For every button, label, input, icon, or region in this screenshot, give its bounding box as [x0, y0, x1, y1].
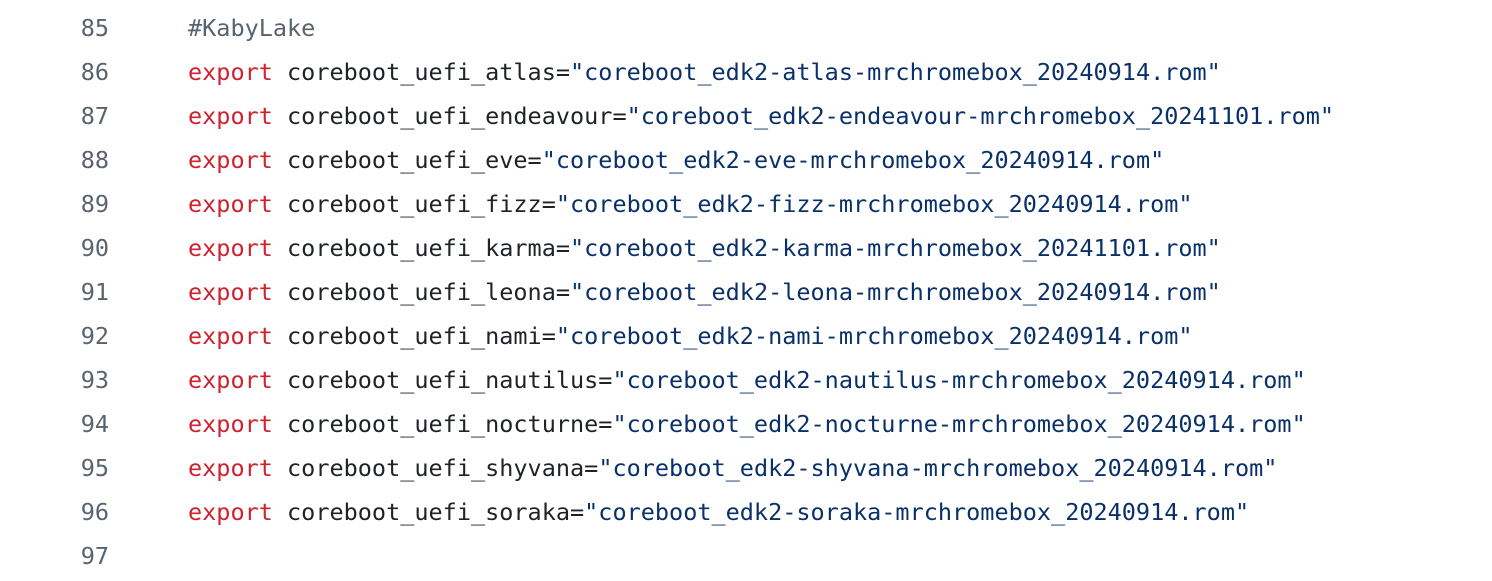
- variable-assignment: coreboot_uefi_eve=: [272, 146, 542, 174]
- export-keyword: export: [188, 454, 273, 482]
- string-value: "coreboot_edk2-nocturne-mrchromebox_2024…: [612, 410, 1306, 438]
- string-value: "coreboot_edk2-karma-mrchromebox_2024110…: [570, 234, 1221, 262]
- line-number[interactable]: 88: [80, 146, 109, 174]
- code-line: 86 export coreboot_uefi_atlas="coreboot_…: [0, 50, 1492, 94]
- line-number[interactable]: 97: [80, 542, 109, 570]
- code-line: 89 export coreboot_uefi_fizz="coreboot_e…: [0, 182, 1492, 226]
- variable-assignment: coreboot_uefi_leona=: [272, 278, 571, 306]
- string-value: "coreboot_edk2-fizz-mrchromebox_20240914…: [555, 190, 1193, 218]
- export-keyword: export: [188, 322, 273, 350]
- variable-assignment: coreboot_uefi_atlas=: [272, 58, 571, 86]
- variable-assignment: coreboot_uefi_shyvana=: [272, 454, 599, 482]
- variable-assignment: coreboot_uefi_soraka=: [272, 498, 585, 526]
- line-number[interactable]: 86: [80, 58, 109, 86]
- line-content: export coreboot_uefi_atlas="coreboot_edk…: [109, 58, 1221, 86]
- code-line: 96 export coreboot_uefi_soraka="coreboot…: [0, 490, 1492, 534]
- export-keyword: export: [188, 102, 273, 130]
- string-value: "coreboot_edk2-soraka-mrchromebox_202409…: [584, 498, 1250, 526]
- code-line: 94 export coreboot_uefi_nocturne="corebo…: [0, 402, 1492, 446]
- export-keyword: export: [188, 146, 273, 174]
- string-value: "coreboot_edk2-atlas-mrchromebox_2024091…: [570, 58, 1221, 86]
- code-line: 91 export coreboot_uefi_leona="coreboot_…: [0, 270, 1492, 314]
- line-content: export coreboot_uefi_nami="coreboot_edk2…: [109, 322, 1193, 350]
- string-value: "coreboot_edk2-eve-mrchromebox_20240914.…: [541, 146, 1165, 174]
- line-number[interactable]: 91: [80, 278, 109, 306]
- export-keyword: export: [188, 58, 273, 86]
- code-line: 88 export coreboot_uefi_eve="coreboot_ed…: [0, 138, 1492, 182]
- line-content: export coreboot_uefi_nocturne="coreboot_…: [109, 410, 1306, 438]
- export-keyword: export: [188, 366, 273, 394]
- line-number[interactable]: 94: [80, 410, 109, 438]
- export-keyword: export: [188, 234, 273, 262]
- line-number[interactable]: 90: [80, 234, 109, 262]
- line-content: export coreboot_uefi_fizz="coreboot_edk2…: [109, 190, 1193, 218]
- export-keyword: export: [188, 410, 273, 438]
- code-line: 90 export coreboot_uefi_karma="coreboot_…: [0, 226, 1492, 270]
- line-number[interactable]: 92: [80, 322, 109, 350]
- string-value: "coreboot_edk2-nautilus-mrchromebox_2024…: [612, 366, 1306, 394]
- code-line: 93 export coreboot_uefi_nautilus="corebo…: [0, 358, 1492, 402]
- variable-assignment: coreboot_uefi_nami=: [272, 322, 556, 350]
- line-content: export coreboot_uefi_eve="coreboot_edk2-…: [109, 146, 1164, 174]
- line-content: export coreboot_uefi_karma="coreboot_edk…: [109, 234, 1221, 262]
- string-value: "coreboot_edk2-shyvana-mrchromebox_20240…: [598, 454, 1278, 482]
- code-line: 95 export coreboot_uefi_shyvana="coreboo…: [0, 446, 1492, 490]
- string-value: "coreboot_edk2-leona-mrchromebox_2024091…: [570, 278, 1221, 306]
- line-number[interactable]: 85: [80, 14, 109, 42]
- line-number[interactable]: 96: [80, 498, 109, 526]
- variable-assignment: coreboot_uefi_endeavour=: [272, 102, 627, 130]
- line-content: export coreboot_uefi_leona="coreboot_edk…: [109, 278, 1221, 306]
- variable-assignment: coreboot_uefi_fizz=: [272, 190, 556, 218]
- string-value: "coreboot_edk2-nami-mrchromebox_20240914…: [555, 322, 1193, 350]
- line-content: export coreboot_uefi_shyvana="coreboot_e…: [109, 454, 1277, 482]
- line-content: #KabyLake: [109, 14, 315, 42]
- line-content: export coreboot_uefi_nautilus="coreboot_…: [109, 366, 1306, 394]
- comment-text: #KabyLake: [188, 14, 316, 42]
- code-line: 92 export coreboot_uefi_nami="coreboot_e…: [0, 314, 1492, 358]
- variable-assignment: coreboot_uefi_karma=: [272, 234, 571, 262]
- line-number[interactable]: 89: [80, 190, 109, 218]
- line-number[interactable]: 93: [80, 366, 109, 394]
- code-line: 87 export coreboot_uefi_endeavour="coreb…: [0, 94, 1492, 138]
- code-line: 97: [0, 534, 1492, 578]
- line-content: export coreboot_uefi_endeavour="coreboot…: [109, 102, 1334, 130]
- line-number[interactable]: 95: [80, 454, 109, 482]
- line-number[interactable]: 87: [80, 102, 109, 130]
- variable-assignment: coreboot_uefi_nautilus=: [272, 366, 613, 394]
- export-keyword: export: [188, 278, 273, 306]
- export-keyword: export: [188, 498, 273, 526]
- string-value: "coreboot_edk2-endeavour-mrchromebox_202…: [626, 102, 1335, 130]
- line-content: export coreboot_uefi_soraka="coreboot_ed…: [109, 498, 1249, 526]
- export-keyword: export: [188, 190, 273, 218]
- variable-assignment: coreboot_uefi_nocturne=: [272, 410, 613, 438]
- code-line: 85 #KabyLake: [0, 6, 1492, 50]
